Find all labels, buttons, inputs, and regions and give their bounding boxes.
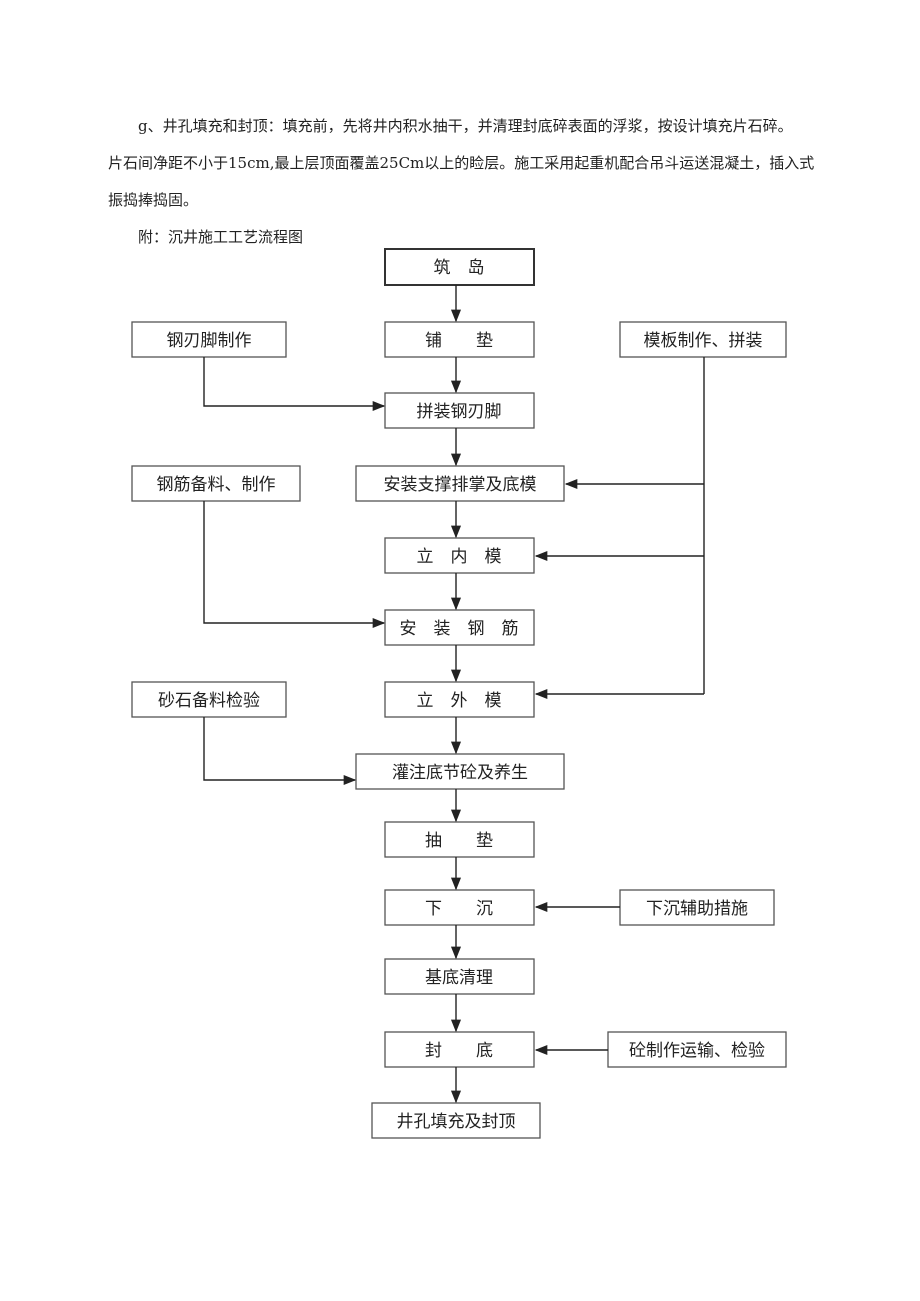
- step-pinzhuang-gangrenjiao: 拼装钢刃脚: [384, 392, 535, 429]
- svg-text:钢筋备料、制作: 钢筋备料、制作: [157, 475, 276, 495]
- paragraph-line-1-text: g、井孔填充和封顶：填充前，先将井内积水抽干，并清理封底碎表面的浮浆，按设计填充…: [138, 117, 793, 135]
- step-jidi-qingli: 基底清理: [384, 958, 535, 995]
- step-jingkong-tianchong: 井孔填充及封顶: [371, 1102, 541, 1139]
- input-muban-zhizuo: 模板制作、拼装: [619, 321, 787, 358]
- step-guanzhu-dijie: 灌注底节砼及养生: [355, 753, 565, 790]
- left-connectors: [203, 357, 386, 786]
- paragraph-line-3: 振捣捧捣固。: [108, 191, 199, 209]
- svg-text:拼装钢刃脚: 拼装钢刃脚: [417, 402, 502, 422]
- svg-text:砼制作运输、检验: 砼制作运输、检验: [629, 1041, 765, 1061]
- svg-text:钢刃脚制作: 钢刃脚制作: [167, 331, 252, 351]
- paragraph-line-1: g、井孔填充和封顶：填充前，先将井内积水抽干，并清理封底碎表面的浮浆，按设计填充…: [108, 108, 828, 145]
- svg-text:铺 垫: 铺 垫: [425, 331, 493, 351]
- input-gangjin-beiliao: 钢筋备料、制作: [131, 465, 301, 502]
- svg-text:安装支撑排掌及底模: 安装支撑排掌及底模: [384, 475, 537, 495]
- svg-text:灌注底节砼及养生: 灌注底节砼及养生: [392, 763, 528, 783]
- flowchart-caption: 附：沉井施工工艺流程图: [138, 228, 304, 246]
- step-pudian: 铺 垫: [384, 321, 535, 358]
- svg-text:封 底: 封 底: [425, 1041, 493, 1061]
- input-gangrenjiao-zhizuo: 钢刃脚制作: [131, 321, 287, 358]
- step-anzhuang-gangjin: 安 装 钢 筋: [384, 609, 535, 646]
- step-li-neimo: 立 内 模: [384, 537, 535, 574]
- svg-text:井孔填充及封顶: 井孔填充及封顶: [397, 1112, 516, 1132]
- svg-text:立 内 模: 立 内 模: [417, 547, 502, 567]
- svg-text:基底清理: 基底清理: [425, 968, 493, 988]
- step-anzhuang-zhicheng: 安装支撑排掌及底模: [355, 465, 565, 502]
- input-xiachen-fuzhu: 下沉辅助措施: [619, 889, 775, 926]
- step-choudian: 抽 垫: [384, 821, 535, 858]
- step-fengdi: 封 底: [384, 1031, 535, 1068]
- step-zhudao: 筑 岛: [384, 248, 535, 286]
- right-connectors: [534, 357, 705, 1056]
- svg-text:立 外 模: 立 外 模: [417, 691, 502, 711]
- svg-text:抽 垫: 抽 垫: [425, 831, 493, 851]
- svg-text:砂石备料检验: 砂石备料检验: [158, 691, 260, 711]
- input-shashi-beiliao: 砂石备料检验: [131, 681, 287, 718]
- svg-text:筑 岛: 筑 岛: [434, 258, 485, 278]
- step-li-waimo: 立 外 模: [384, 681, 535, 718]
- paragraph-line-2: 片石间净距不小于15cm,最上层顶面覆盖25Cm以上的睑层。施工采用起重机配合吊…: [108, 154, 815, 172]
- svg-text:安 装 钢 筋: 安 装 钢 筋: [400, 619, 519, 639]
- svg-text:模板制作、拼装: 模板制作、拼装: [644, 331, 763, 351]
- svg-text:下沉辅助措施: 下沉辅助措施: [646, 899, 748, 919]
- svg-text:下 沉: 下 沉: [425, 899, 493, 919]
- step-xiachen: 下 沉: [384, 889, 535, 926]
- input-tong-zhizuo-yunshu: 砼制作运输、检验: [607, 1031, 787, 1068]
